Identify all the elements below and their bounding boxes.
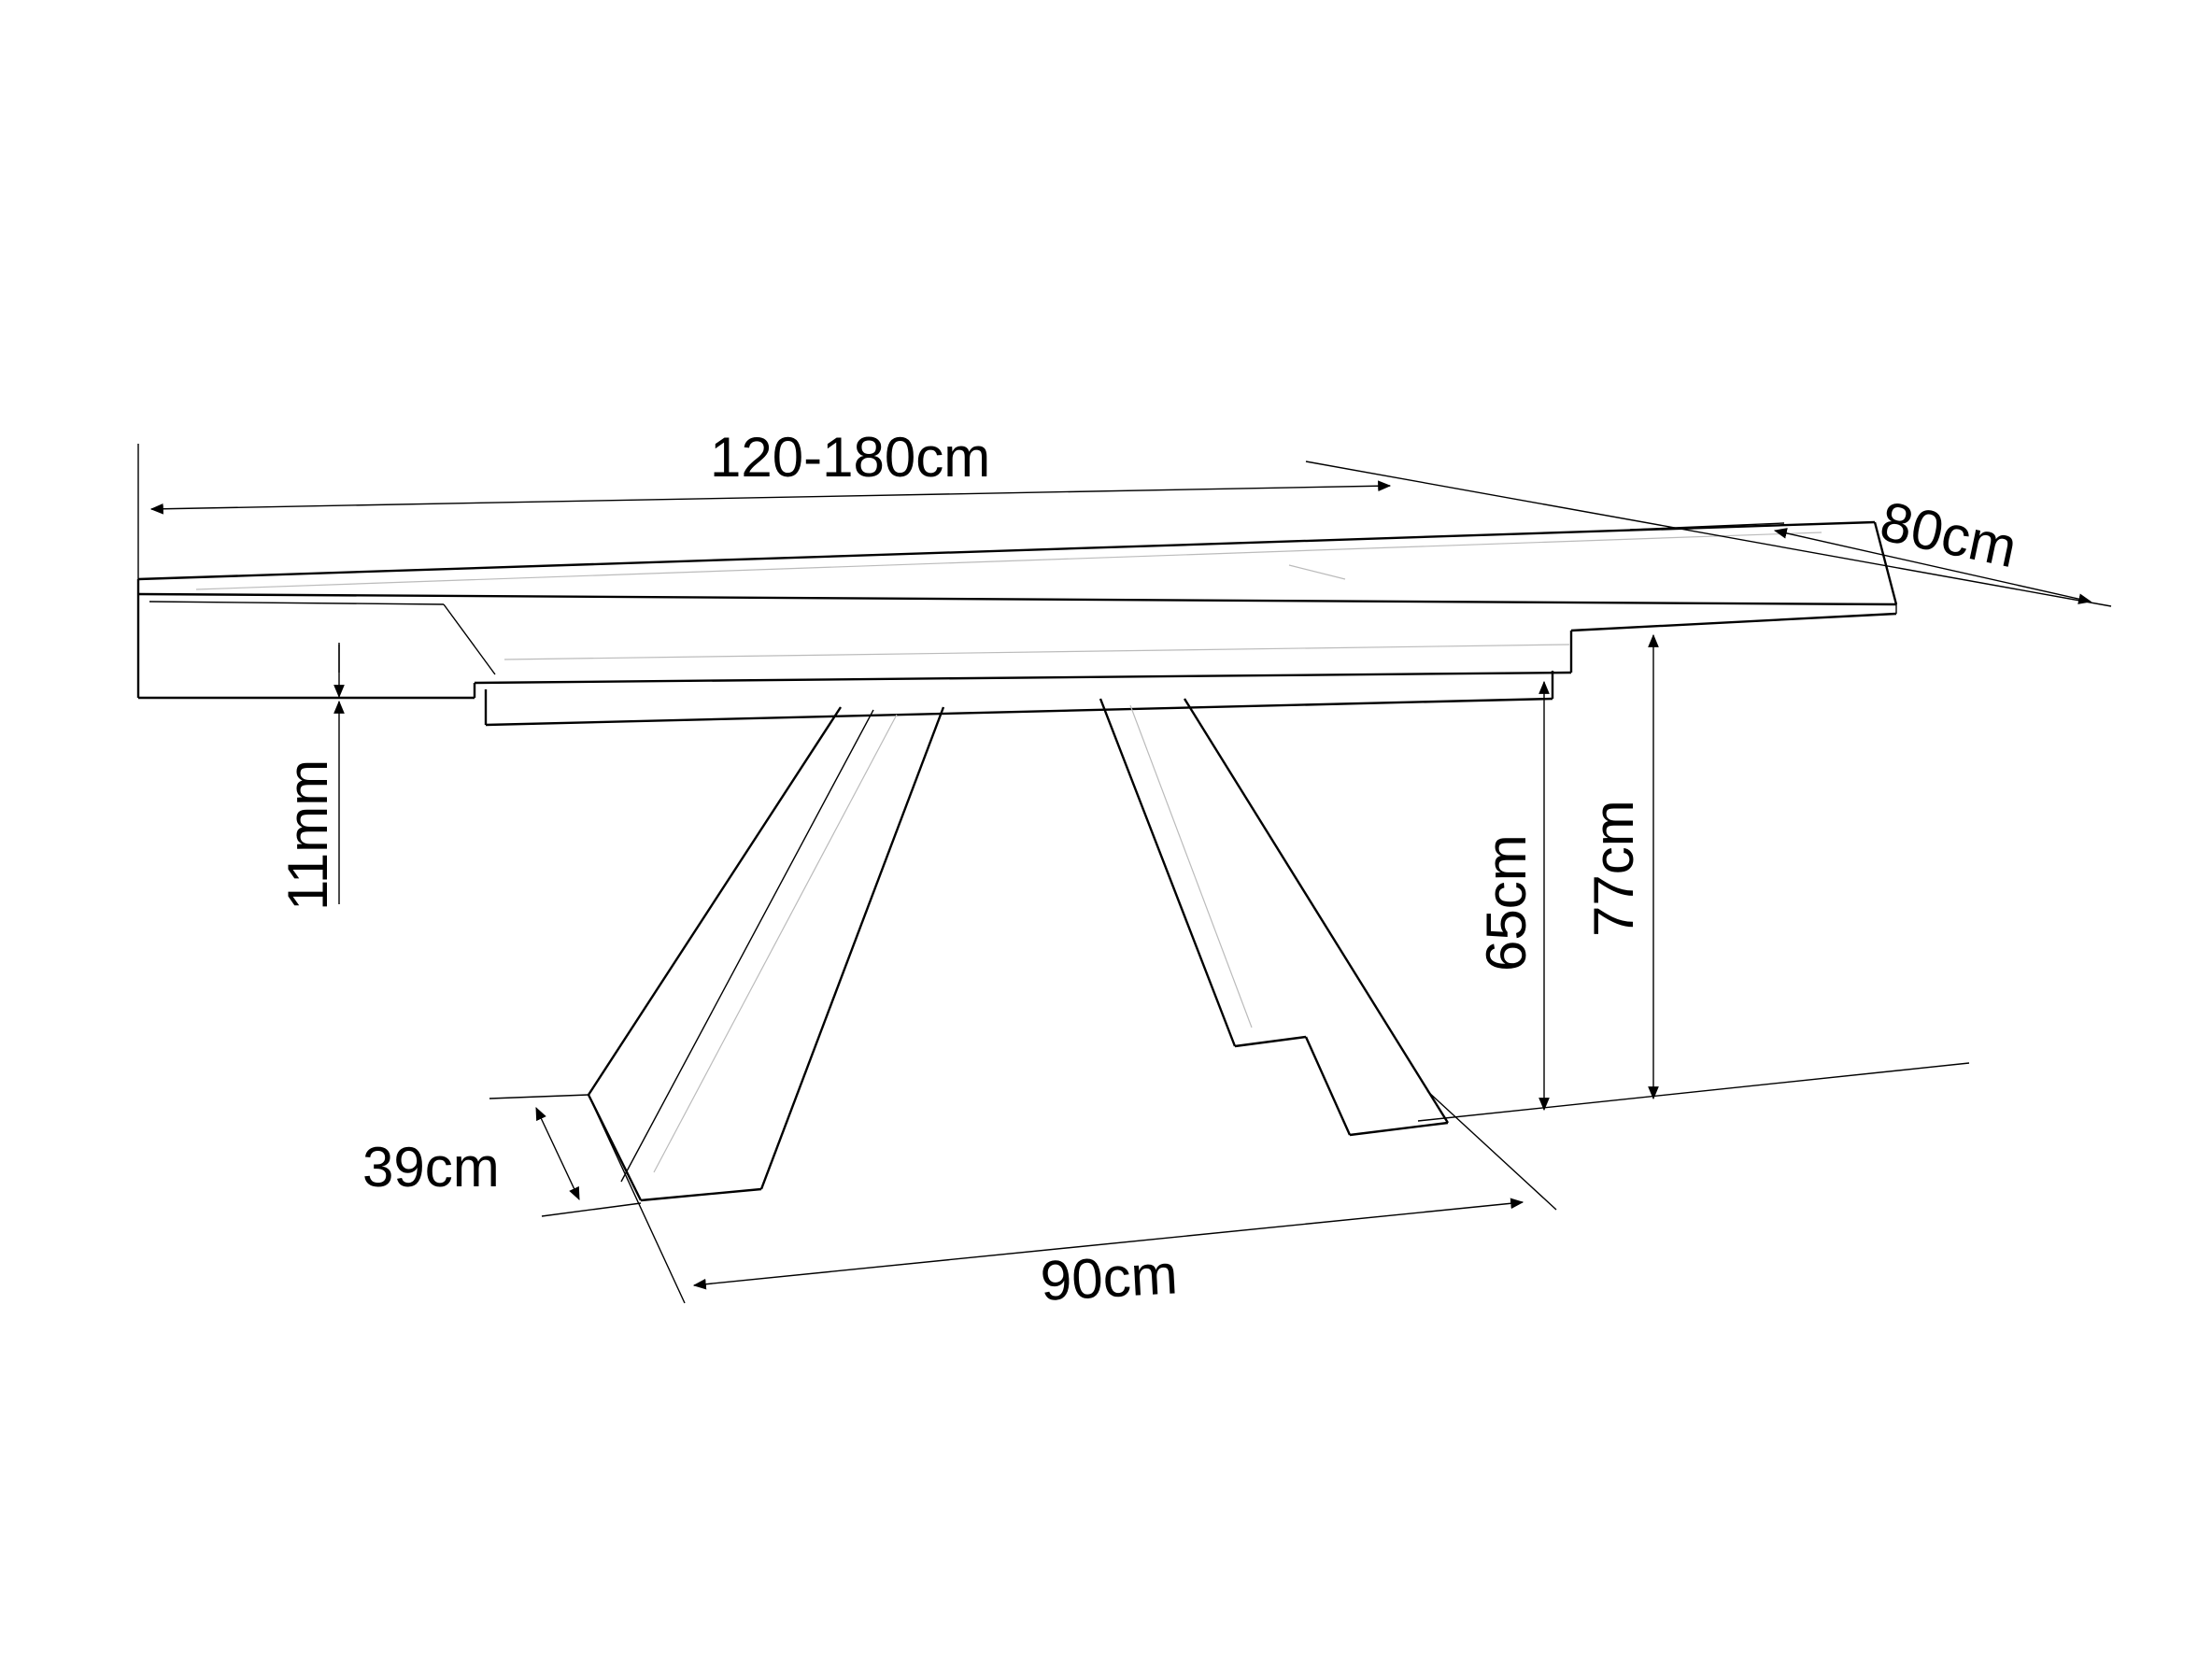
base-length-arrow bbox=[692, 1198, 1524, 1290]
length-label: 120-180cm bbox=[710, 426, 990, 489]
glass-thickness-label: 11mm bbox=[276, 759, 339, 911]
base-length-label: 90cm bbox=[1039, 1242, 1179, 1312]
frame-height-label: 65cm bbox=[1475, 834, 1538, 971]
table-top bbox=[136, 520, 1898, 700]
table-frame bbox=[484, 671, 1554, 727]
foot-depth-arrow bbox=[535, 1106, 580, 1201]
length-arrow bbox=[149, 480, 1392, 515]
dimension-lines bbox=[149, 480, 2092, 1290]
depth-arrow bbox=[1773, 528, 2092, 604]
depth-label: 80cm bbox=[1875, 489, 2021, 579]
total-height-label: 77cm bbox=[1582, 800, 1645, 937]
floor-lines bbox=[137, 444, 2112, 1304]
left-leg bbox=[587, 706, 945, 1202]
foot-depth-label: 39cm bbox=[362, 1136, 500, 1198]
right-leg bbox=[1099, 698, 1450, 1137]
